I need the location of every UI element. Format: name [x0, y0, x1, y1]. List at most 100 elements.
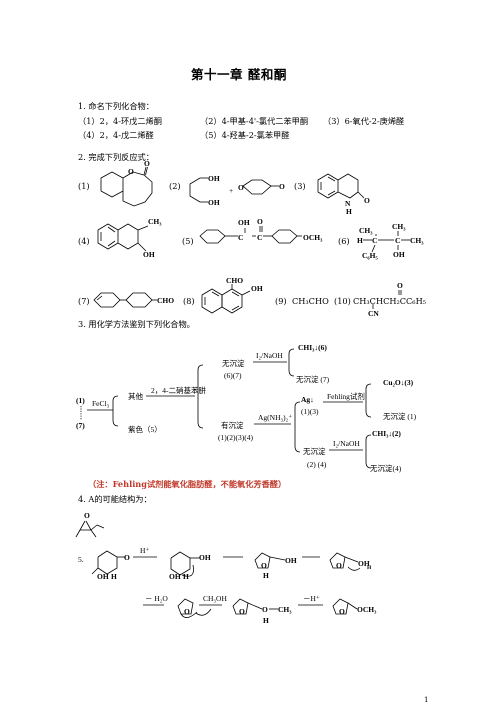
atom-o: O	[84, 511, 90, 520]
atom-o: O	[364, 196, 370, 205]
atom-o: O	[257, 217, 263, 226]
branch-other: 其他	[128, 391, 143, 401]
structure-5-hydroxyketone: C OH C O OCH₃	[199, 217, 323, 244]
q1-item-4: （4）2，4-戊二烯醛	[78, 130, 154, 140]
reagent-ch3oh: CH₃OH	[203, 594, 227, 603]
atom-o: O	[262, 605, 268, 614]
q2-label-1: (1)	[78, 181, 90, 191]
q2-label-5: (5)	[182, 236, 194, 246]
atom-o: O	[124, 553, 130, 562]
page-number: 1	[424, 696, 429, 704]
atom-oh: OH	[238, 218, 250, 227]
result-no-precipitate-1: 无沉淀 (1)	[383, 411, 417, 421]
compound-range-bottom: (7)	[76, 421, 85, 430]
structure-q4-epoxide: O	[75, 511, 105, 538]
plus-sign: +	[229, 186, 233, 195]
atom-oh: OH	[251, 284, 263, 293]
q1-heading: 1. 命名下列化合物：	[78, 101, 154, 111]
q5-mechanism: 5. O OH H H⁺ OH OH H O OH H	[78, 546, 377, 625]
reagent-ag-nh3: Ag(NH₃)₂⁺	[258, 413, 292, 422]
atom-o: O	[128, 167, 134, 176]
no-precipitate-67: 无沉淀	[222, 358, 245, 368]
structure-10-extras: O CN	[368, 281, 403, 318]
q1-item-3: （3）6-氧代-2-庚烯醛	[323, 116, 405, 126]
q4-heading: 4. A的可能结构为：	[78, 494, 152, 504]
structure-3-quinolinone: O N H	[317, 173, 370, 216]
structure-2-oxanone: O O	[238, 179, 285, 195]
atom-n: N	[345, 199, 351, 208]
atom-och3: OCH₃	[303, 233, 323, 242]
no-precipitate-24-ids: (2) (4)	[307, 460, 327, 469]
structure-6-alcohol: CH₃ CH₃ H C C CH₃ C₆H₅ OH	[357, 222, 424, 260]
reagent-minus-h-plus: －H⁺	[303, 594, 320, 603]
atom-o: O	[238, 183, 244, 192]
q1-item-5: （5）4-羟基-2-氯苯甲醛	[200, 130, 290, 140]
q3-note: （注：Fehling试剂能氧化脂肪醛，不能氧化芳香醛）	[88, 479, 287, 489]
q2-label-3: (3)	[294, 181, 306, 191]
atom-oh: OH	[285, 556, 297, 565]
result-ag: Ag↓	[301, 395, 314, 404]
atom-ch3: CH₃	[359, 226, 373, 235]
atom-h: H	[346, 207, 352, 216]
atom-h: H	[111, 572, 117, 581]
q2-text-10: CH₃CHCH₂CC₆H₅	[353, 296, 427, 306]
structure-8-naphthaldehyde: CHO OH	[201, 276, 263, 314]
atom-h: H	[367, 565, 372, 571]
atom-o: O	[261, 561, 267, 570]
q2-label-6: (6)	[338, 236, 350, 246]
no-precipitate-24: 无沉淀	[303, 446, 326, 456]
reagent-fecl3: FeCl₃	[92, 399, 110, 408]
atom-ch3: CH₃	[148, 217, 162, 226]
atom-oh: OH	[169, 572, 181, 581]
atom-oh: OH	[393, 250, 405, 259]
atom-cho: CHO	[157, 296, 174, 305]
q3-flowchart: (1) (7) FeCl₃ 其他 紫色（5） 2，4-二硝基苯肼 无沉淀 (6)…	[76, 343, 417, 473]
reagent-fehling: Fehling试剂	[327, 391, 365, 401]
result-chi3-2: CHI₃↓(2)	[372, 429, 401, 438]
chapter-title: 第十一章 醛和酮	[191, 67, 287, 82]
atom-h: H	[263, 571, 269, 580]
q2-label-2: (2)	[169, 181, 181, 191]
reagent-h-plus: H⁺	[140, 546, 149, 555]
atom-ch3: CH₃	[278, 605, 292, 614]
atom-ch3: CH₃	[392, 222, 406, 231]
q2-text-9: CH₃CHO	[292, 296, 329, 306]
result-no-precipitate-4: 无沉淀(4)	[370, 463, 402, 473]
q2-label-8: (8)	[183, 296, 195, 306]
atom-oh: OH	[143, 250, 155, 259]
result-chi3-6: CHI₃↓(6)	[298, 343, 327, 352]
atom-o: O	[279, 182, 285, 191]
atom-cho: CHO	[226, 276, 243, 285]
q1-item-1: （1）2，4-环戊二烯酮	[78, 116, 162, 126]
no-precipitate-67-ids: (6)(7)	[224, 371, 242, 380]
atom-h: H	[357, 236, 363, 245]
atom-ch3: CH₃	[410, 236, 424, 245]
atom-oh: OH	[208, 174, 220, 183]
atom-c: C	[238, 233, 243, 242]
q1-item-2: （2）4-甲基-4'-氯代二苯甲酮	[200, 116, 309, 126]
atom-o: O	[397, 281, 403, 290]
reagent-i2-naoh-2: I₂/NaOH	[333, 439, 360, 448]
atom-h: H	[183, 572, 189, 581]
q2-label-7: (7)	[78, 296, 90, 306]
q5-label: 5.	[78, 555, 84, 564]
reagent-i2-naoh: I₂/NaOH	[256, 351, 283, 360]
atom-och3: OCH₃	[357, 605, 377, 614]
structure-7-biphenyl-aldehyde: CHO	[93, 292, 174, 308]
branch-purple: 紫色（5）	[128, 424, 162, 434]
atom-c: C	[395, 236, 400, 245]
atom-o: O	[339, 607, 345, 616]
atom-oh: OH	[358, 559, 370, 568]
q2-heading: 2. 完成下列反应式：	[78, 152, 154, 162]
has-precipitate: 有沉淀	[221, 420, 244, 430]
atom-oh: OH	[199, 553, 211, 562]
result-no-precipitate-7: 无沉淀 (7)	[296, 374, 330, 384]
atom-c: C	[372, 236, 377, 245]
compound-range-top: (1)	[76, 396, 85, 405]
atom-cn: CN	[368, 309, 379, 318]
structure-4-naphthol: CH₃ OH	[97, 217, 162, 259]
atom-oh: OH	[208, 198, 220, 207]
structure-2-diol: OH OH	[189, 174, 220, 207]
